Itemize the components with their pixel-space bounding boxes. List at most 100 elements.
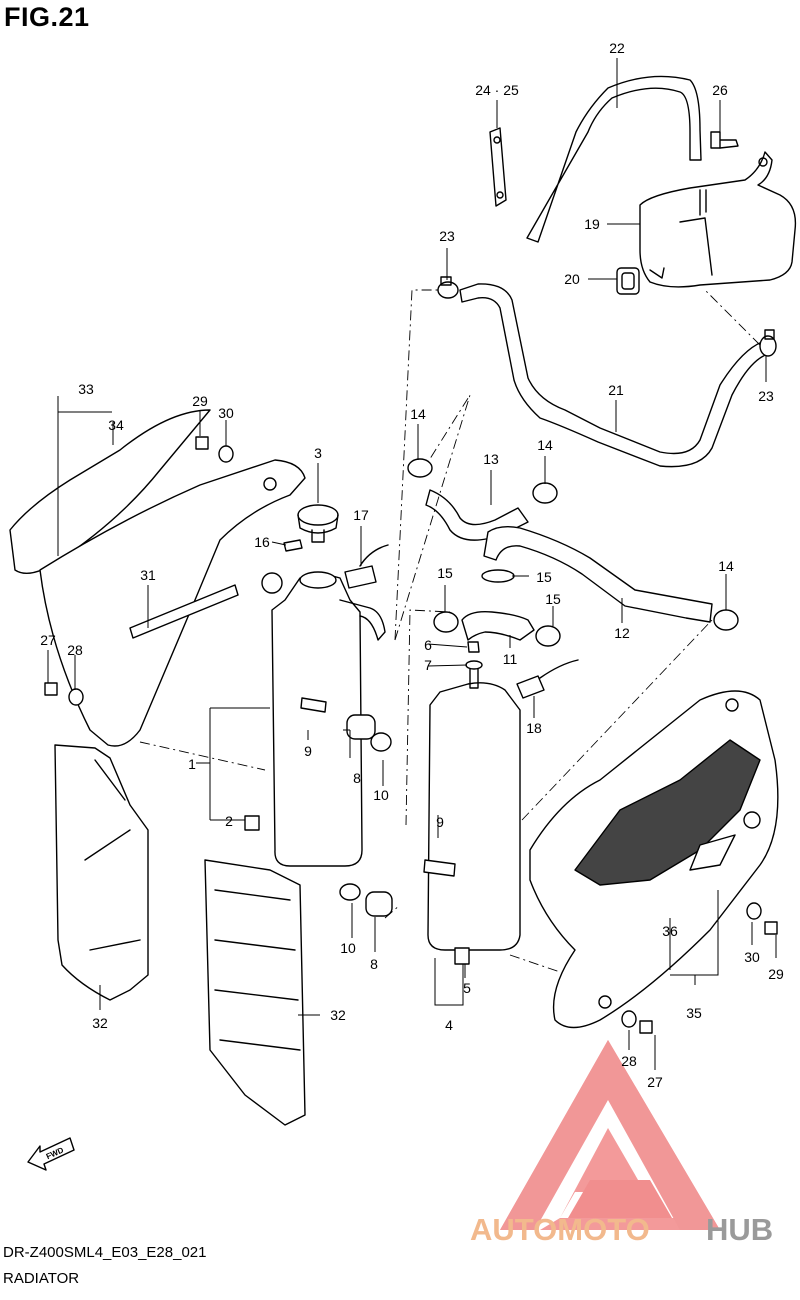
grommet-20 — [616, 267, 640, 295]
bolt-6 — [467, 641, 480, 653]
grommet-8-lower — [365, 891, 393, 917]
callout-10-lower: 10 — [340, 940, 356, 956]
callout-1: 1 — [188, 756, 196, 772]
callout-33: 33 — [78, 381, 94, 397]
callout-9-left: 9 — [304, 743, 312, 759]
callout-numbers: 22 24 · 25 26 19 20 23 23 21 14 14 13 3 … — [40, 40, 784, 1090]
callout-15-c: 15 — [545, 591, 561, 607]
fan-switch-17 — [344, 544, 389, 589]
clamp-15-b — [433, 611, 459, 633]
callout-23-upper: 23 — [439, 228, 455, 244]
washer-28-right — [621, 1010, 637, 1028]
hose-22 — [526, 75, 702, 243]
callout-16: 16 — [254, 534, 270, 550]
clamp-14-upper — [407, 458, 433, 478]
callout-29-left: 29 — [192, 393, 208, 409]
tape-31 — [129, 584, 239, 639]
callout-26: 26 — [712, 82, 728, 98]
callout-7: 7 — [424, 657, 432, 673]
callout-17: 17 — [353, 507, 369, 523]
grommet-8-upper — [346, 714, 376, 740]
callout-12: 12 — [614, 625, 630, 641]
watermark-logo — [500, 1040, 720, 1230]
bolt-16 — [283, 539, 303, 552]
callout-5: 5 — [463, 980, 471, 996]
diagram-code: DR-Z400SML4_E03_E28_021 — [3, 1244, 207, 1261]
bolt-27-left — [44, 682, 58, 696]
callout-32-right: 32 — [330, 1007, 346, 1023]
bolt-27-right — [639, 1020, 653, 1034]
callout-14-upper: 14 — [410, 406, 426, 422]
callout-31: 31 — [140, 567, 156, 583]
sensor-18 — [516, 659, 579, 699]
callout-18: 18 — [526, 720, 542, 736]
callout-28-right: 28 — [621, 1053, 637, 1069]
watermark-brand-b: HUB — [706, 1212, 773, 1247]
bolt-29-left — [195, 436, 209, 450]
callout-13: 13 — [483, 451, 499, 467]
bolt-26 — [710, 131, 739, 149]
clamp-15-a — [481, 569, 515, 583]
callout-22: 22 — [609, 40, 625, 56]
collar-10-upper — [370, 732, 392, 752]
callout-23-right: 23 — [758, 388, 774, 404]
leader-lines — [47, 58, 777, 1070]
callout-30-left: 30 — [218, 405, 234, 421]
callout-14-right: 14 — [718, 558, 734, 574]
callout-14-mid: 14 — [537, 437, 553, 453]
callout-27-left: 27 — [40, 632, 56, 648]
radiator-cap — [297, 504, 339, 543]
callout-3: 3 — [314, 445, 322, 461]
callout-24-25: 24 · 25 — [475, 82, 519, 98]
louver-32-right — [204, 859, 306, 1126]
callout-30-right: 30 — [744, 949, 760, 965]
clamp-14-right — [713, 609, 739, 631]
radiator-right — [427, 667, 521, 951]
callout-35: 35 — [686, 1005, 702, 1021]
callout-21: 21 — [608, 382, 624, 398]
callout-34: 34 — [108, 417, 124, 433]
clip-2 — [244, 815, 260, 831]
washer-30-left — [218, 445, 234, 463]
louver-32-left — [54, 744, 149, 1001]
callout-2: 2 — [225, 813, 233, 829]
washer-30-right — [746, 902, 762, 920]
clip-5 — [454, 947, 470, 965]
clamp-15-c — [535, 625, 561, 647]
callout-9-right: 9 — [436, 814, 444, 830]
callout-8-upper: 8 — [353, 770, 361, 786]
assembly-dash-lines — [139, 289, 761, 973]
hose-12 — [483, 525, 713, 623]
figure-title: FIG.21 — [4, 2, 90, 32]
clamp-23-upper — [437, 276, 459, 299]
callout-8-lower: 8 — [370, 956, 378, 972]
bolt-29-right — [764, 921, 778, 935]
callout-6: 6 — [424, 637, 432, 653]
hose-bracket-24-25 — [489, 127, 507, 207]
fwd-arrow-icon — [27, 1137, 75, 1171]
hose-11 — [461, 610, 535, 641]
washer-28-left — [68, 688, 84, 706]
callout-15-a: 15 — [437, 565, 453, 581]
watermark-brand-a: AUTOMOTO — [470, 1212, 650, 1247]
bolt-9-left — [300, 697, 327, 713]
callout-32-left: 32 — [92, 1015, 108, 1031]
radiator-left — [271, 571, 386, 867]
radiator-shroud-right — [529, 690, 779, 1029]
callout-29-right: 29 — [768, 966, 784, 982]
callout-20: 20 — [564, 271, 580, 287]
reservoir-tank — [639, 151, 797, 288]
hose-21 — [459, 283, 769, 468]
callout-4: 4 — [445, 1017, 453, 1033]
collar-10-lower — [339, 883, 361, 901]
callout-19: 19 — [584, 216, 600, 232]
bolt-9-right — [423, 859, 456, 877]
callout-27-right: 27 — [647, 1074, 663, 1090]
clamp-23-right — [759, 329, 777, 357]
diagram-name: RADIATOR — [3, 1270, 80, 1287]
callout-28-left: 28 — [67, 642, 83, 658]
washer-7 — [465, 660, 483, 670]
callout-36: 36 — [662, 923, 678, 939]
